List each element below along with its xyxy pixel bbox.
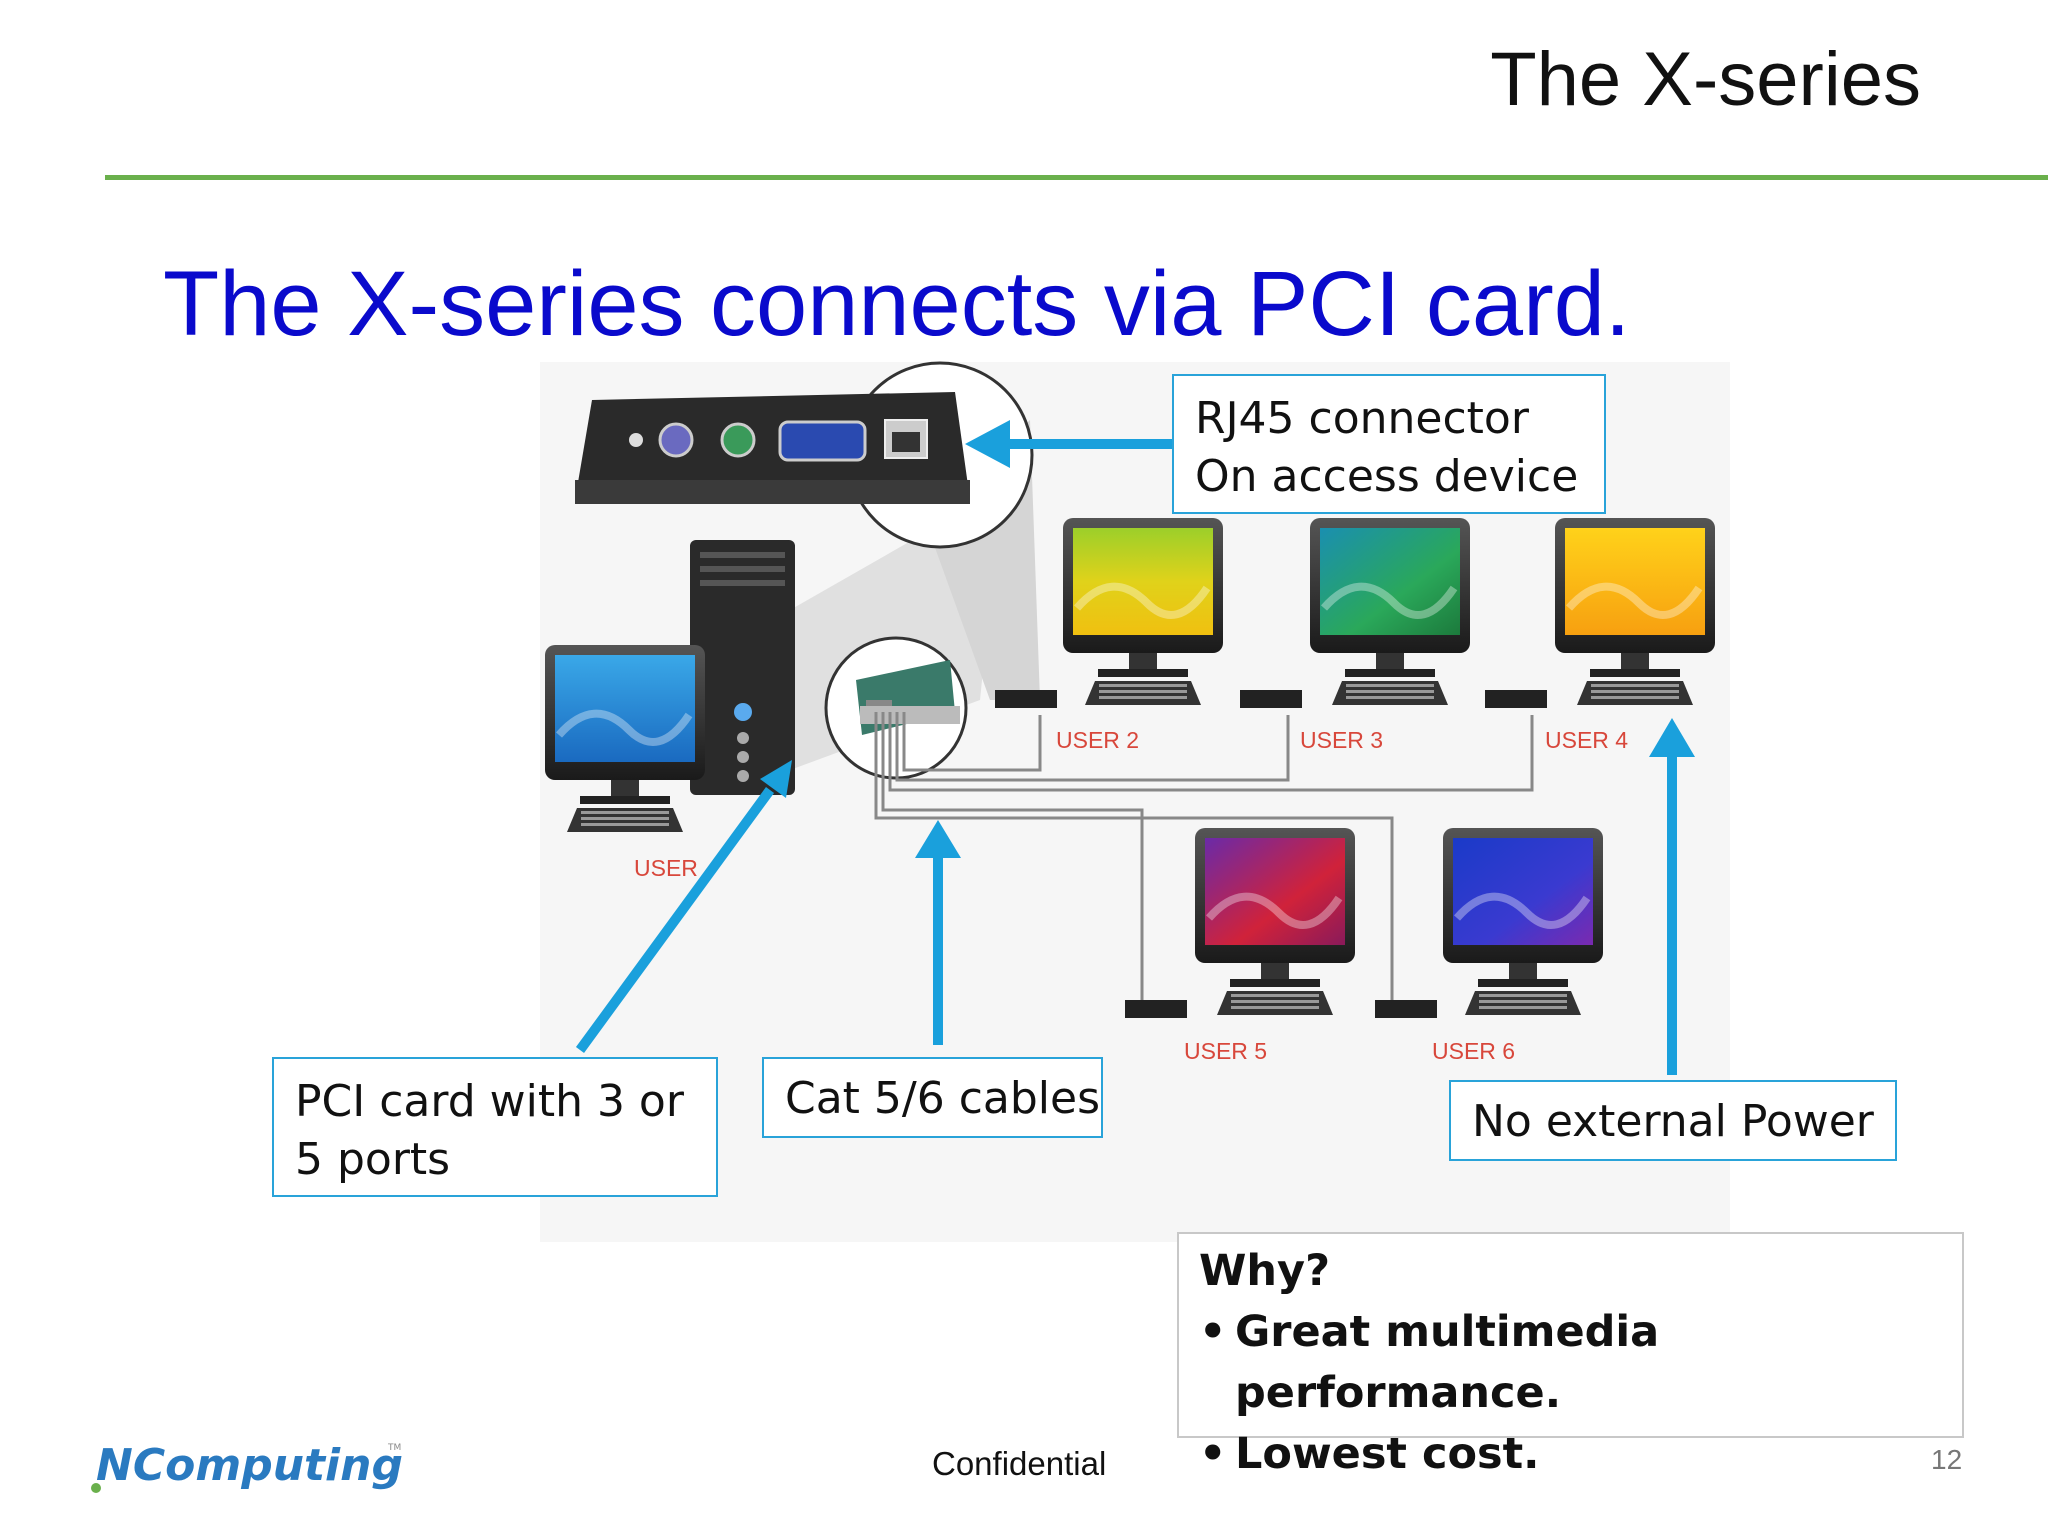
why-item: •Great multimedia performance.	[1199, 1307, 1660, 1418]
ps2-keyboard-port-icon	[720, 422, 756, 458]
why-box: Why? •Great multimedia performance. •Low…	[1177, 1232, 1964, 1479]
user-label-1: USER	[634, 855, 698, 881]
arrow-cables-head	[915, 820, 961, 858]
monitor-screen	[1320, 528, 1460, 635]
device-badges	[995, 690, 1547, 1018]
ps2-mouse-port-icon	[658, 422, 694, 458]
access-device	[575, 392, 970, 504]
why-list: •Great multimedia performance. •Lowest c…	[1199, 1302, 1962, 1485]
why-item: •Lowest cost.	[1199, 1429, 1540, 1479]
arrow-power-head	[1649, 718, 1695, 757]
callout-no-power: No external Power	[1449, 1080, 1897, 1161]
callout-arrows	[575, 420, 1695, 1075]
monitor-screen	[1565, 528, 1705, 635]
callout-cables-text: Cat 5/6 cables	[785, 1073, 1101, 1124]
user-5-monitor	[1195, 828, 1355, 1015]
user-label-2: USER 2	[1056, 727, 1140, 753]
user-label-3: USER 3	[1300, 727, 1384, 753]
vga-port-icon	[778, 420, 867, 462]
monitor-screen	[1205, 838, 1345, 945]
footer-confidential: Confidential	[932, 1445, 1107, 1482]
server-tower	[690, 540, 795, 795]
user-1-monitor	[545, 645, 705, 832]
user-2-monitor	[1063, 518, 1223, 705]
slide-heading: The X-series connects via PCI card.	[163, 253, 1631, 355]
arrow-rj45-head	[965, 420, 1010, 468]
monitor-screen	[555, 655, 695, 762]
page-number: 12	[1931, 1444, 1963, 1475]
logo-wordmark: NComputing	[96, 1440, 403, 1491]
callout-rj45-line1: RJ45 connector	[1195, 393, 1529, 444]
callout-pci-card: PCI card with 3 or 5 ports	[272, 1057, 718, 1197]
user-label-6: USER 6	[1432, 1038, 1516, 1064]
cat-cables	[874, 712, 1534, 1000]
callout-rj45-line2: On access device	[1195, 451, 1579, 502]
callout-cables: Cat 5/6 cables	[762, 1057, 1103, 1138]
user-6-monitor	[1443, 828, 1603, 1015]
header-divider	[105, 175, 2048, 180]
logo-trademark: TM	[387, 1443, 401, 1453]
header-title: The X-series	[1490, 37, 1921, 122]
user-label-5: USER 5	[1184, 1038, 1268, 1064]
callout-pci-line2: 5 ports	[295, 1134, 451, 1185]
callout-power-text: No external Power	[1472, 1096, 1874, 1147]
audio-port-icon	[629, 433, 643, 447]
why-title: Why?	[1199, 1246, 1331, 1296]
monitor-screen	[1453, 838, 1593, 945]
pci-card	[856, 660, 960, 735]
ncomputing-logo: NComputing TM	[91, 1440, 403, 1493]
monitor-screen	[1073, 528, 1213, 635]
callout-pci-line1: PCI card with 3 or	[295, 1076, 684, 1127]
arrow-pci	[575, 787, 775, 1053]
user-4-monitor	[1555, 518, 1715, 705]
user-label-4: USER 4	[1545, 727, 1629, 753]
arrow-pci-head	[760, 760, 792, 798]
user-3-monitor	[1310, 518, 1470, 705]
callout-rj45: RJ45 connector On access device	[1172, 374, 1606, 514]
